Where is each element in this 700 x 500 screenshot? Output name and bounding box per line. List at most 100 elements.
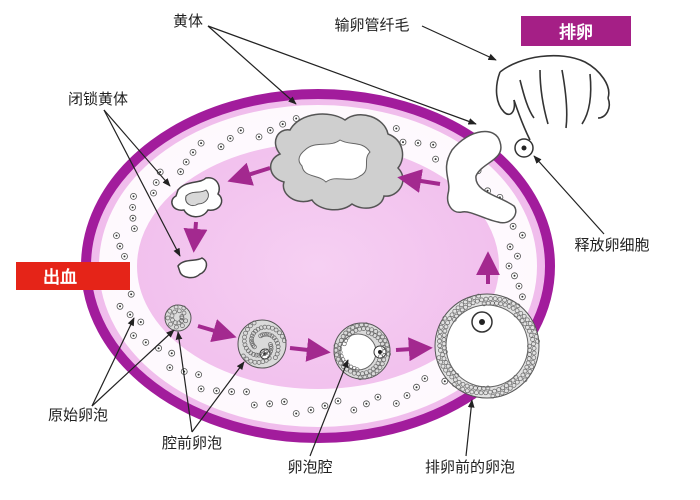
granulosa-cell: [347, 332, 352, 337]
granulosa-cell: [248, 323, 253, 329]
primordial-follicle-nucleus: [200, 387, 203, 390]
primordial-follicle-nucleus: [170, 352, 173, 355]
granulosa-cell: [514, 379, 520, 385]
granulosa-cell: [275, 340, 280, 346]
granulosa-cell: [527, 369, 533, 374]
granulosa-cell: [468, 384, 474, 390]
granulosa-cell: [513, 312, 519, 318]
granulosa-cell: [466, 302, 472, 308]
granulosa-cell: [504, 388, 509, 394]
granulosa-cell: [437, 334, 442, 339]
granulosa-cell: [490, 393, 496, 399]
primordial-follicle-nucleus: [323, 404, 326, 407]
granulosa-cell: [531, 355, 537, 361]
primordial-follicle-nucleus: [417, 142, 419, 144]
granulosa-cell: [268, 348, 273, 354]
granulosa-cell: [527, 328, 532, 334]
granulosa-cell: [375, 335, 381, 341]
granulosa-cell: [469, 389, 475, 395]
granulosa-cell: [436, 355, 442, 361]
primordial-follicle-nucleus: [406, 394, 408, 397]
granulosa-cell: [511, 383, 517, 388]
primordial-follicle-nucleus: [118, 245, 121, 248]
granulosa-cell: [438, 348, 443, 353]
granulosa-cell: [165, 315, 171, 321]
granulosa-cell: [334, 352, 340, 358]
granulosa-cell: [437, 329, 443, 335]
granulosa-cell: [456, 310, 462, 316]
granulosa-cell: [344, 335, 350, 340]
primordial-follicle-nucleus: [516, 255, 519, 258]
granulosa-cell: [510, 305, 516, 311]
granulosa-cell: [240, 353, 246, 359]
granulosa-cell: [385, 346, 391, 352]
granulosa-cell: [181, 310, 187, 316]
granulosa-cell: [174, 324, 179, 330]
granulosa-cell: [354, 367, 360, 373]
primordial-follicle-nucleus: [123, 255, 126, 258]
primordial-follicle-nucleus: [185, 161, 188, 163]
granulosa-cell: [459, 307, 465, 313]
preantral-follicle: [237, 319, 287, 369]
granulosa-cell: [498, 301, 504, 307]
fimbriae-tube: [495, 54, 611, 141]
primordial-follicle-nucleus: [423, 377, 426, 380]
granulosa-cell: [445, 363, 451, 369]
granulosa-cell: [441, 332, 447, 338]
granulosa-cell: [176, 320, 182, 326]
granulosa-cell: [456, 384, 461, 390]
granulosa-cell: [463, 299, 468, 305]
granulosa-cell: [504, 383, 509, 388]
primordial-follicle-nucleus: [157, 347, 160, 350]
primordial-follicle-nucleus: [415, 386, 418, 389]
granulosa-cell: [343, 330, 349, 336]
granulosa-cell: [167, 308, 173, 314]
granulosa-cell: [506, 304, 512, 309]
granulosa-cell: [346, 327, 352, 333]
granulosa-cell: [172, 309, 177, 315]
bleeding-label: 出血: [43, 267, 77, 288]
granulosa-cell: [530, 337, 535, 342]
granulosa-cell: [483, 296, 489, 302]
primordial-follicle-nucleus: [239, 129, 242, 132]
granulosa-cell: [470, 300, 476, 306]
primordial-follicle-nucleus: [159, 171, 162, 173]
granulosa-cell: [335, 356, 341, 362]
primordial-follicle-nucleus: [395, 127, 398, 130]
granulosa-cell: [351, 370, 357, 376]
granulosa-cell: [507, 385, 513, 391]
granulosa-cell: [438, 324, 444, 330]
granulosa-cell: [252, 344, 257, 350]
granulosa-cell: [377, 365, 383, 370]
granulosa-cell: [496, 387, 502, 392]
granulosa-cell: [440, 363, 446, 369]
primordial-follicle-nucleus: [220, 145, 222, 148]
primordial-follicle-nucleus: [131, 217, 134, 220]
ovulation-site: [445, 130, 517, 224]
granulosa-cell: [354, 323, 360, 329]
primordial-follicle-nucleus: [402, 141, 404, 144]
granulosa-cell: [463, 304, 468, 310]
released-oocyte-label: 释放卵细胞: [574, 236, 649, 254]
granulosa-cell: [527, 321, 533, 326]
primordial-follicle-nucleus: [115, 234, 118, 237]
granulosa-cell: [456, 379, 462, 385]
granulosa-cell: [379, 361, 385, 367]
ovulation-badge: 排卵: [521, 16, 631, 46]
granulosa-cell: [451, 317, 457, 322]
granulosa-cell: [488, 296, 493, 301]
granulosa-cell: [357, 375, 363, 381]
ovulation-label: 排卵: [559, 22, 593, 43]
primordial-follicle-nucleus: [179, 170, 182, 173]
granulosa-cell: [476, 293, 481, 299]
granulosa-cell: [180, 323, 185, 328]
granulosa-cell: [507, 380, 513, 386]
granulosa-cell: [181, 305, 187, 311]
granulosa-cell: [437, 343, 443, 349]
preovulatory-follicle-label: 排卵前的卵泡: [425, 458, 515, 476]
granulosa-cell: [522, 321, 528, 327]
granulosa-cell: [516, 315, 522, 321]
granulosa-cell: [442, 328, 448, 334]
granulosa-cell: [373, 363, 379, 369]
granulosa-cell: [510, 377, 516, 383]
